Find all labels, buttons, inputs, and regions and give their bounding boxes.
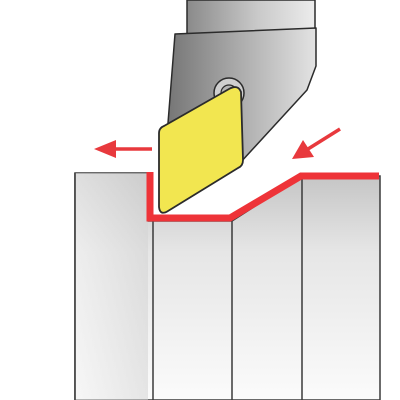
arrow-left-icon bbox=[94, 140, 116, 158]
feed-arrow-left bbox=[94, 140, 152, 158]
toolpath-contour bbox=[146, 172, 379, 222]
cutting-insert bbox=[158, 86, 244, 214]
workpiece-segment-1 bbox=[75, 173, 148, 400]
arrow-down-left-icon bbox=[292, 140, 314, 159]
workpiece bbox=[74, 172, 381, 400]
feed-arrow-diagonal bbox=[292, 127, 341, 159]
